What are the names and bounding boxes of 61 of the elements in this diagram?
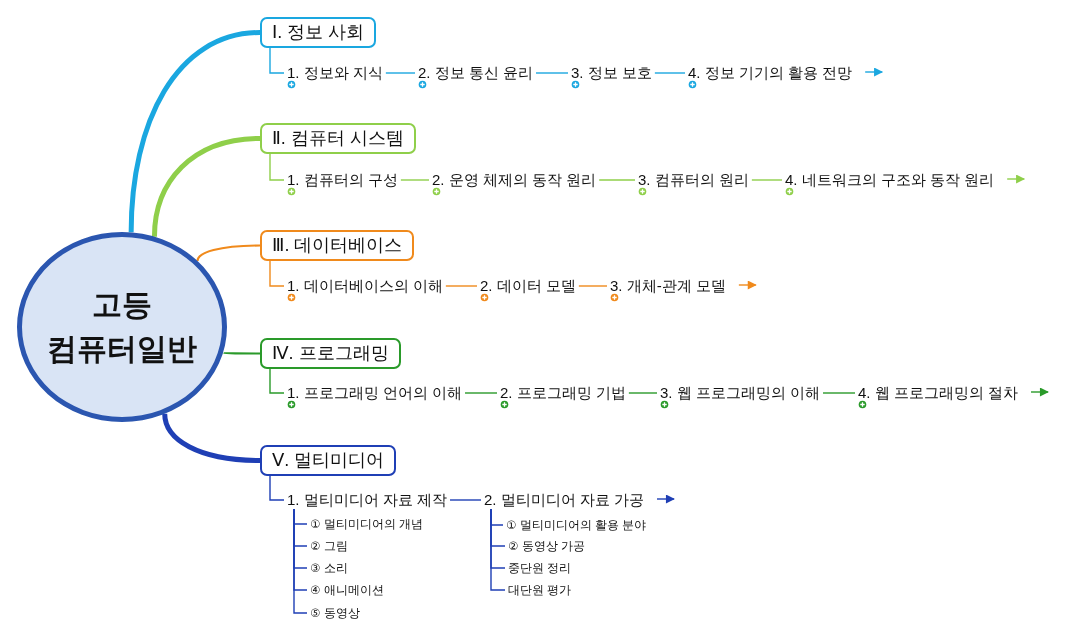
connector-line bbox=[269, 260, 285, 287]
connector-line bbox=[490, 508, 506, 591]
connector-line bbox=[269, 368, 285, 394]
connector-line bbox=[400, 179, 430, 181]
section-label: 2. 정보 통신 윤리 bbox=[415, 64, 536, 82]
arrow bbox=[1030, 387, 1049, 397]
chapter-box: Ⅰ. 정보 사회 bbox=[260, 17, 377, 48]
section-label: 4. 네트워크의 구조와 동작 원리 bbox=[782, 171, 998, 189]
subsection-label: ① 멀티미디어의 개념 bbox=[307, 516, 426, 532]
connector-line bbox=[464, 392, 498, 394]
section-label: 4. 정보 기기의 활용 전망 bbox=[685, 64, 856, 82]
connector-line bbox=[628, 392, 658, 394]
subsection-label: ② 동영상 가공 bbox=[505, 538, 588, 554]
subsection-label: ① 멀티미디어의 활용 분야 bbox=[503, 517, 649, 533]
connector-line bbox=[535, 72, 569, 74]
section-label: 3. 정보 보호 bbox=[568, 64, 655, 82]
connector-line bbox=[654, 72, 686, 74]
branch-curve bbox=[162, 413, 261, 463]
arrow bbox=[656, 494, 675, 504]
subsection-label: 중단원 정리 bbox=[505, 560, 575, 576]
section-label: 1. 정보와 지식 bbox=[284, 64, 386, 82]
connector-line bbox=[449, 499, 482, 501]
arrow bbox=[1006, 174, 1026, 184]
connector-line bbox=[445, 285, 478, 287]
connector-line bbox=[385, 72, 416, 74]
subsection-label: ② 그림 bbox=[307, 538, 351, 554]
connector-line bbox=[578, 285, 608, 287]
branch-curve bbox=[151, 136, 261, 237]
chapter-box: Ⅴ. 멀티미디어 bbox=[260, 445, 397, 476]
subsection-label: ④ 애니메이션 bbox=[307, 582, 387, 598]
section-label: 1. 데이터베이스의 이해 bbox=[284, 277, 446, 295]
branch-curve bbox=[222, 352, 260, 355]
subsection-label: 대단원 평가 bbox=[505, 582, 575, 598]
connector-line bbox=[269, 475, 285, 501]
section-label: 2. 데이터 모델 bbox=[477, 277, 579, 295]
arrow bbox=[864, 67, 884, 77]
connector-line bbox=[269, 153, 285, 181]
branch-curve bbox=[128, 30, 261, 233]
connector-line bbox=[751, 179, 783, 181]
subsection-label: ③ 소리 bbox=[307, 560, 351, 576]
section-label: 3. 개체-관계 모델 bbox=[607, 277, 729, 295]
chapter-box: Ⅱ. 컴퓨터 시스템 bbox=[260, 123, 416, 154]
section-label: 2. 멀티미디어 자료 가공 bbox=[481, 491, 647, 509]
section-label: 3. 컴퓨터의 원리 bbox=[635, 171, 752, 189]
section-label: 2. 프로그래밍 기법 bbox=[497, 384, 629, 402]
arrow bbox=[738, 280, 757, 290]
section-label: 3. 웹 프로그래밍의 이해 bbox=[657, 384, 823, 402]
section-label: 1. 멀티미디어 자료 제작 bbox=[284, 491, 450, 509]
chapter-box: Ⅲ. 데이터베이스 bbox=[260, 230, 415, 261]
section-label: 1. 프로그래밍 언어의 이해 bbox=[284, 384, 465, 402]
section-label: 1. 컴퓨터의 구성 bbox=[284, 171, 401, 189]
section-label: 2. 운영 체제의 동작 원리 bbox=[429, 171, 600, 189]
connector-line bbox=[269, 47, 285, 74]
connector-line bbox=[598, 179, 636, 181]
section-label: 4. 웹 프로그래밍의 절차 bbox=[855, 384, 1021, 402]
chapter-box: Ⅳ. 프로그래밍 bbox=[260, 338, 401, 369]
connector-line bbox=[293, 508, 308, 614]
branch-curve bbox=[196, 244, 260, 262]
connector-line bbox=[822, 392, 856, 394]
subsection-label: ⑤ 동영상 bbox=[307, 605, 363, 621]
topic-ellipse: 고등 컴퓨터일반 bbox=[17, 232, 227, 422]
